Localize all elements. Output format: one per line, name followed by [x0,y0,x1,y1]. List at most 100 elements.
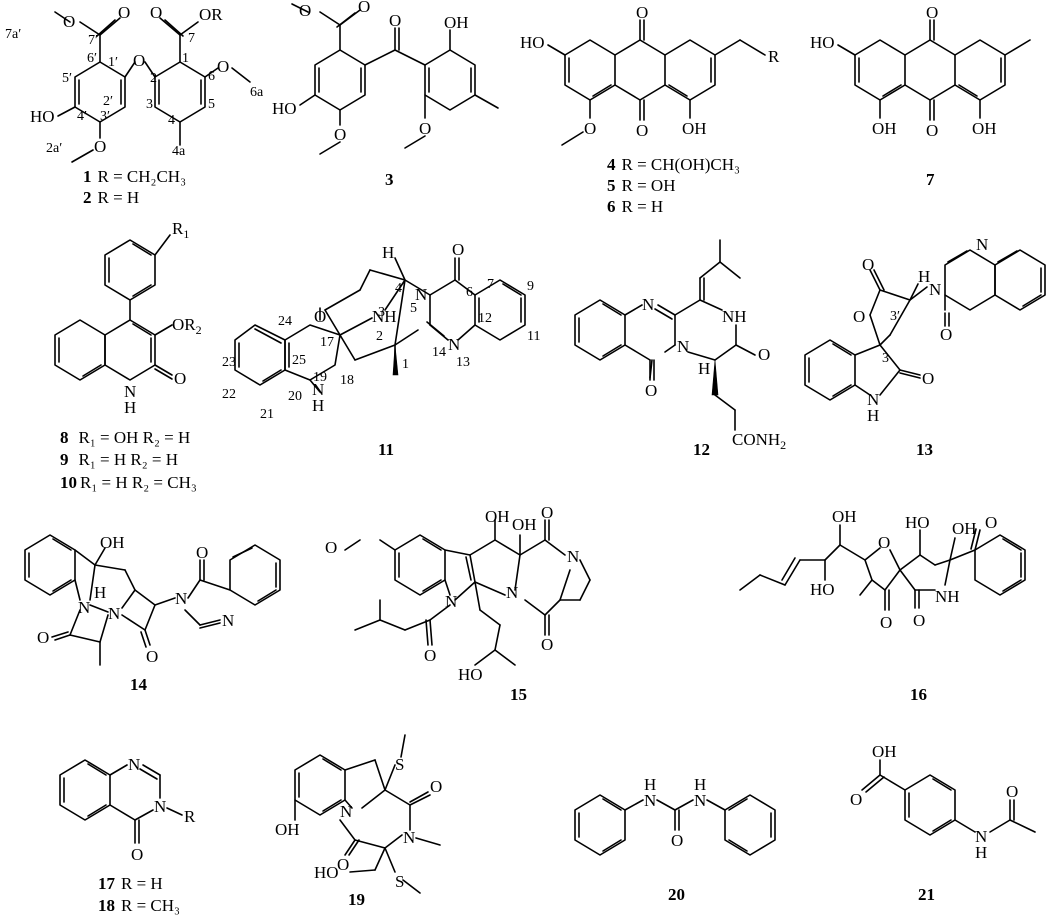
atom-n: N [975,827,987,846]
atom-oh: OH [444,13,469,32]
locant: 3 [146,97,153,112]
structure-16: OH HO O O O HO OH NH O 16 [739,507,1026,704]
atom-n: N [403,828,415,847]
structure-12: N N O NH O H CONH2 12 [574,239,786,459]
atom-oh: OH [832,507,857,526]
locant: 5 [208,97,215,112]
caption-19: 19 [348,890,365,909]
locant: 7 [188,31,195,46]
atom-r1: R1 [172,219,189,241]
atom-o: O [922,369,934,388]
locant: 2 [376,329,383,344]
caption-12: 12 [693,440,710,459]
atom-o: O [913,611,925,630]
atom-n: N [445,592,457,611]
atom-n: N [108,604,120,623]
locant: 12 [478,311,492,326]
atom-o: O [671,831,683,850]
locant: 18 [340,373,354,388]
atom-o: O [584,119,596,138]
locant: 3 [378,305,385,320]
atom-ho: HO [272,99,297,118]
caption-13: 13 [916,440,933,459]
structure-21: OH O N H O 21 [850,742,1036,904]
caption-11: 11 [378,440,394,459]
atom-n: N [506,583,518,602]
atom-o: O [94,137,106,156]
atom-ho: HO [810,580,835,599]
locant: 1′ [108,55,118,70]
atom-n: N [222,611,234,630]
atom-or2: OR2 [172,315,202,337]
structure-15: O N OH OH O N N O O HO 15 [325,503,591,704]
atom-o: O [196,543,208,562]
atom-h: H [382,243,394,262]
locant: 13 [456,355,470,370]
atom-r: R [768,47,780,66]
atom-n: N [448,335,460,354]
locant: 1 [182,51,189,66]
locant: 4′ [77,109,87,124]
atom-conh2: CONH2 [732,430,786,452]
atom-oh: OH [872,742,897,761]
structure-13: O O H N N O O N H 3′ 3 13 [804,235,1046,459]
locant: 22 [222,387,236,402]
atom-h: H [124,398,136,417]
atom-o: O [853,307,865,326]
atom-h: H [644,775,656,794]
atom-o: O [1006,782,1018,801]
locant: 7a′ [5,27,21,42]
atom-n: N [976,235,988,254]
structure-7: O O HO OH OH 7 [810,3,1031,189]
atom-n: N [340,802,352,821]
atom-oh: OH [100,533,125,552]
locant: 24 [278,314,292,329]
atom-nh: NH [372,307,397,326]
atom-ho: HO [810,33,835,52]
structure-1-2: O O O OR O O HO O 7a′ 7′ 6′ 1′ 5′ 4′ 3′ … [5,3,264,207]
atom-n: N [175,589,187,608]
atom-n: N [929,280,941,299]
locant: 4 [168,113,175,128]
locant: 3′ [890,309,900,324]
atom-o: O [862,255,874,274]
atom-o: O [325,538,337,557]
atom-o: O [389,11,401,30]
locant: 5′ [62,71,72,86]
locant: 4a [172,144,186,159]
atom-n: N [312,380,324,399]
locant: 11 [527,329,540,344]
atom-n: N [567,547,579,566]
structure-19: S O N N O HO S OH 19 [275,734,442,909]
locant: 9 [527,279,534,294]
atom-o: O [314,307,326,326]
caption-7: 7 [926,170,935,189]
atom-o: O [940,325,952,344]
structure-20: N H N H O 20 [574,775,776,904]
locant: 2a′ [46,141,62,156]
locant: 7 [487,277,494,292]
atom-o: O [850,790,862,809]
atom-o: O [645,381,657,400]
atom-o: O [424,646,436,665]
atom-o: O [146,647,158,666]
atom-oh: OH [972,119,997,138]
atom-o: O [878,533,890,552]
atom-o: O [880,613,892,632]
atom-o: O [174,369,186,388]
atom-ho: HO [458,665,483,684]
atom-o: O [636,3,648,22]
atom-o: O [150,3,162,22]
structure-11: O N N NH H O N H 4 3 5 6 7 9 12 11 13 14… [222,240,540,459]
atom-oh: OH [872,119,897,138]
atom-nh: NH [722,307,747,326]
atom-o: O [217,57,229,76]
